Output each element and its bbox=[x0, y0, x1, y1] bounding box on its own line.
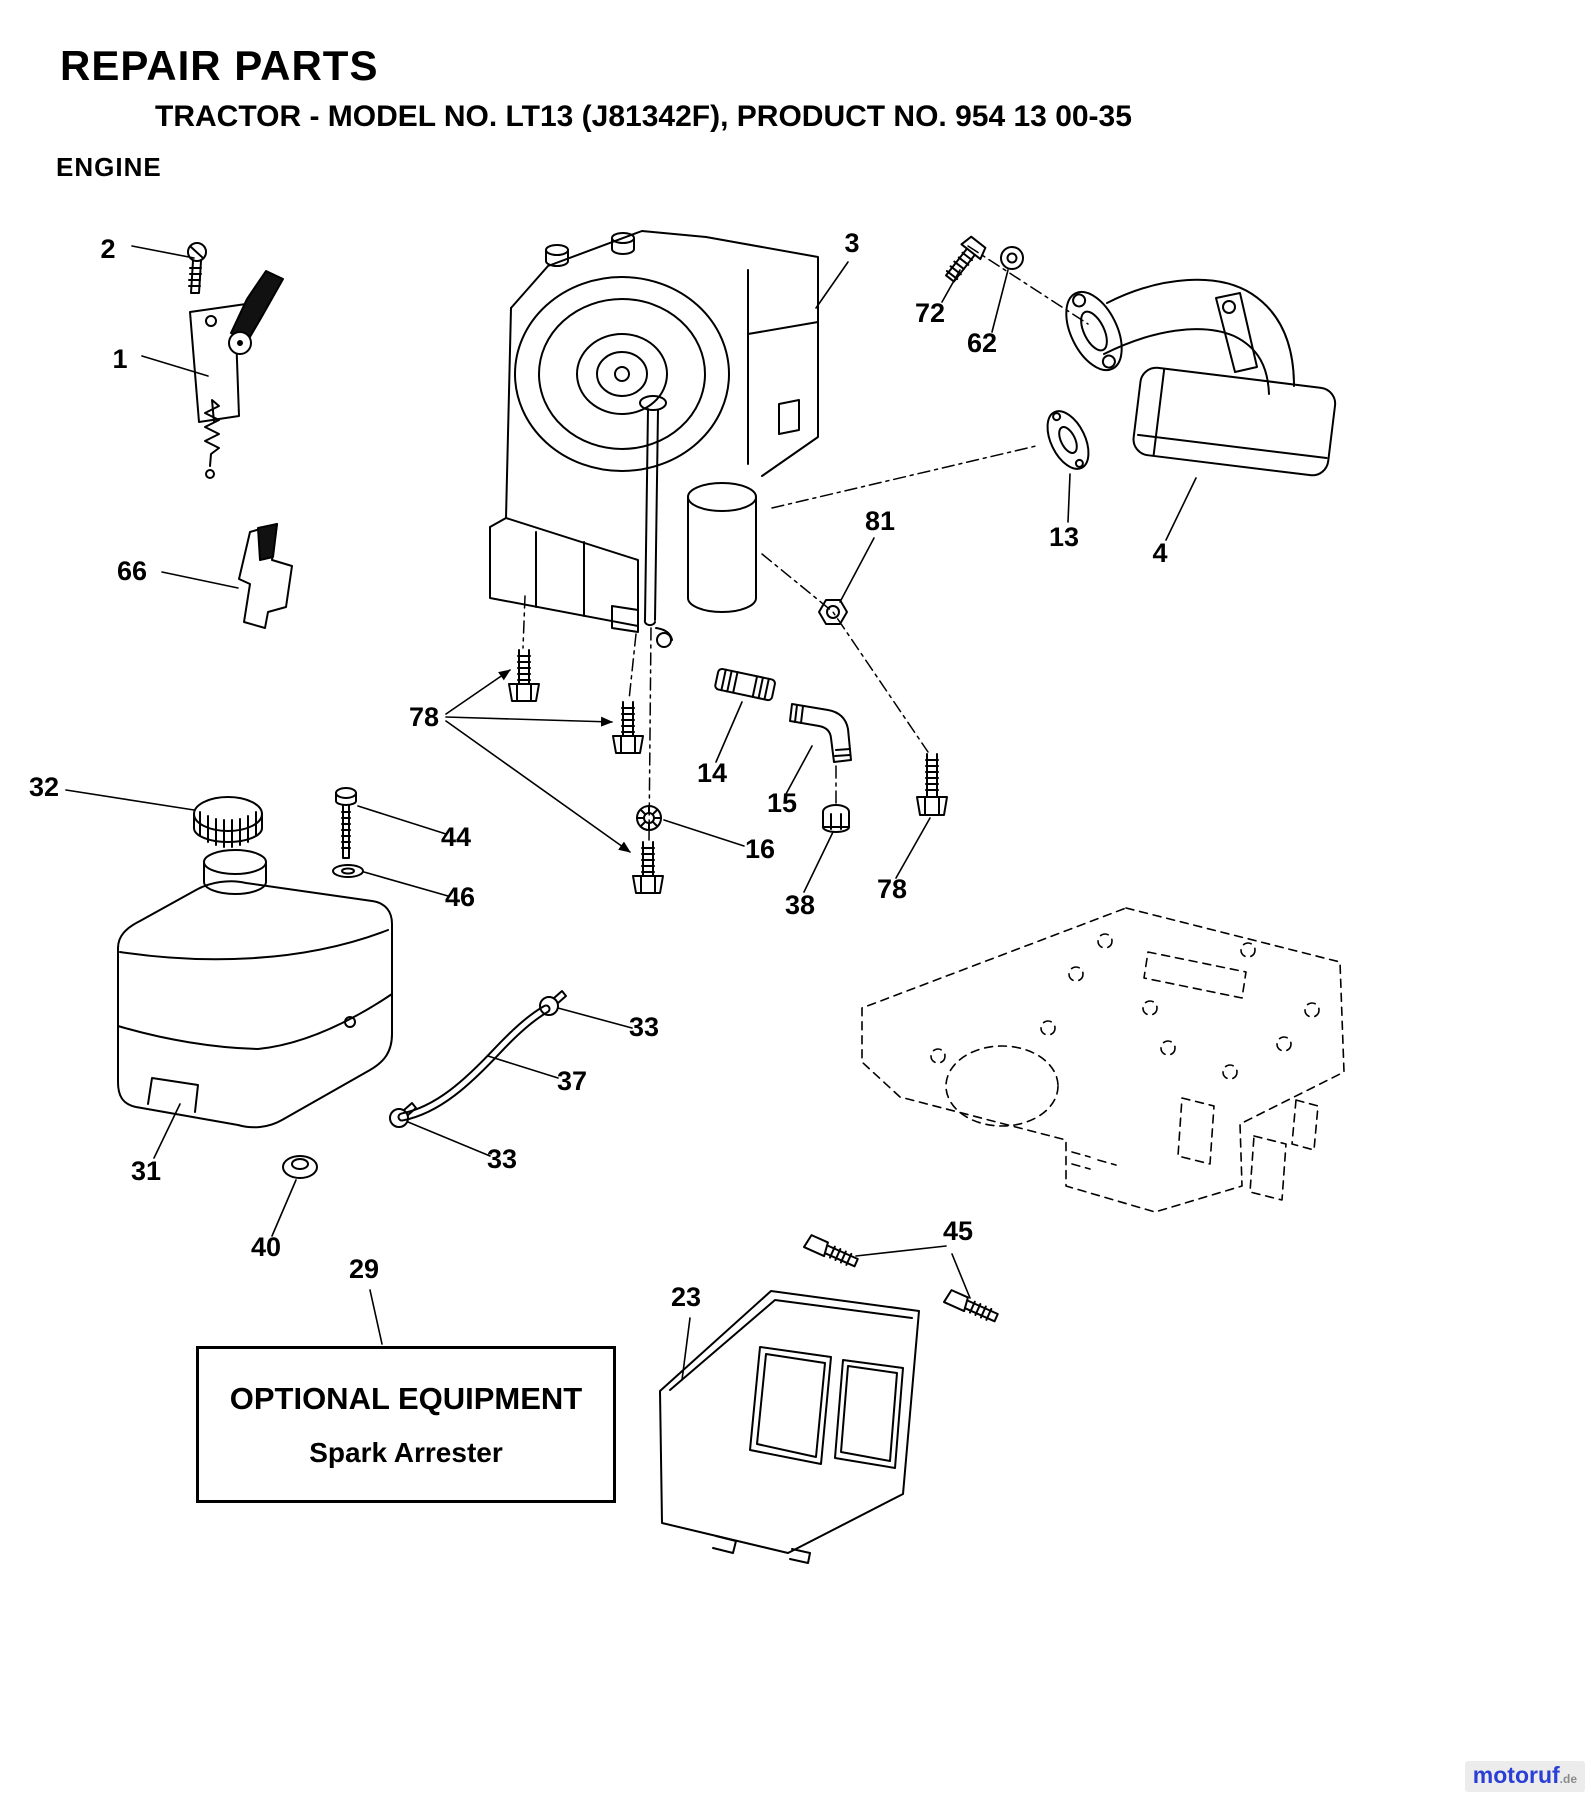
callout-29: 29 bbox=[349, 1254, 379, 1284]
callout-40: 40 bbox=[251, 1232, 281, 1262]
muffler-body bbox=[1132, 366, 1337, 477]
chassis-frame bbox=[861, 907, 1345, 1213]
optional-equipment-subtitle: Spark Arrester bbox=[309, 1436, 503, 1468]
shield-bolt-2 bbox=[942, 1289, 999, 1323]
callout-33b: 33 bbox=[487, 1144, 517, 1174]
section-label: ENGINE bbox=[56, 152, 162, 182]
engine-mount-bolt-2 bbox=[612, 701, 644, 754]
model-subtitle: TRACTOR - MODEL NO. LT13 (J81342F), PROD… bbox=[155, 100, 1132, 133]
heat-shield bbox=[659, 1290, 920, 1564]
callout-13: 13 bbox=[1049, 522, 1079, 552]
fuel-tank bbox=[117, 849, 393, 1129]
watermark-suffix: .de bbox=[1559, 1772, 1577, 1786]
muffler-strap bbox=[1215, 292, 1258, 373]
oil-fill-cap-2 bbox=[611, 232, 635, 255]
exhaust-gasket bbox=[1046, 410, 1090, 470]
elbow-fitting bbox=[789, 703, 852, 763]
callout-38: 38 bbox=[785, 890, 815, 920]
callout-3: 3 bbox=[844, 228, 859, 258]
callout-81: 81 bbox=[865, 506, 895, 536]
exhaust-pipe bbox=[1106, 278, 1295, 387]
watermark: motoruf.de bbox=[1464, 1761, 1585, 1792]
tank-bolt bbox=[335, 787, 357, 859]
engine-mount-bolt-3 bbox=[632, 841, 664, 894]
callout-23: 23 bbox=[671, 1282, 701, 1312]
callout-33a: 33 bbox=[629, 1012, 659, 1042]
callout-78b: 78 bbox=[877, 874, 907, 904]
exhaust-washer bbox=[1000, 246, 1024, 270]
engine-base bbox=[489, 517, 639, 627]
leader-lines bbox=[65, 245, 1197, 1381]
exhaust-flange bbox=[1065, 290, 1123, 372]
pipe-nipple bbox=[714, 667, 776, 702]
exhaust-bolt bbox=[945, 235, 987, 283]
throttle-screw bbox=[187, 242, 207, 294]
spacer-bushing bbox=[282, 1155, 318, 1179]
engine bbox=[489, 230, 819, 648]
callout-62: 62 bbox=[967, 328, 997, 358]
callout-labels: 2 1 3 72 62 13 4 66 81 78 14 15 16 38 78… bbox=[29, 228, 1168, 1312]
throttle-control bbox=[187, 242, 284, 479]
filler-neck bbox=[203, 849, 267, 895]
callout-37: 37 bbox=[557, 1066, 587, 1096]
callout-4: 4 bbox=[1152, 538, 1167, 568]
cap-nut bbox=[822, 804, 850, 833]
fuel-cap bbox=[193, 796, 263, 848]
shield-bolt-1 bbox=[802, 1234, 859, 1268]
callout-16: 16 bbox=[745, 834, 775, 864]
throttle-spring bbox=[204, 399, 220, 467]
watermark-brand: motoruf bbox=[1472, 1762, 1560, 1788]
callout-2: 2 bbox=[100, 234, 115, 264]
tank-washer bbox=[332, 864, 364, 878]
callout-66: 66 bbox=[117, 556, 147, 586]
dipstick-tube bbox=[639, 395, 667, 627]
engine-mount-bolt-4 bbox=[916, 753, 948, 816]
flange-nut bbox=[818, 599, 848, 625]
callout-15: 15 bbox=[767, 788, 797, 818]
callout-46: 46 bbox=[445, 882, 475, 912]
hose-clamp-upper bbox=[539, 990, 567, 1016]
starter-cylinder bbox=[687, 482, 757, 613]
clamp-bracket bbox=[238, 523, 293, 629]
callout-1: 1 bbox=[112, 344, 127, 374]
callout-72: 72 bbox=[915, 298, 945, 328]
callout-31: 31 bbox=[131, 1156, 161, 1186]
muffler-assembly bbox=[945, 235, 1337, 477]
assembly-axes bbox=[522, 245, 1089, 841]
callout-44: 44 bbox=[441, 822, 471, 852]
oil-fill-cap bbox=[545, 244, 569, 267]
callout-14: 14 bbox=[697, 758, 727, 788]
page-title: REPAIR PARTS bbox=[60, 42, 379, 89]
engine-mount-bolt-1 bbox=[508, 649, 540, 702]
callout-78a: 78 bbox=[409, 702, 439, 732]
callout-45: 45 bbox=[943, 1216, 973, 1246]
hose-clamp-lower bbox=[389, 1102, 417, 1128]
optional-equipment-title: OPTIONAL EQUIPMENT bbox=[229, 1380, 583, 1416]
callout-32: 32 bbox=[29, 772, 59, 802]
optional-equipment-box: OPTIONAL EQUIPMENT Spark Arrester bbox=[196, 1346, 616, 1503]
